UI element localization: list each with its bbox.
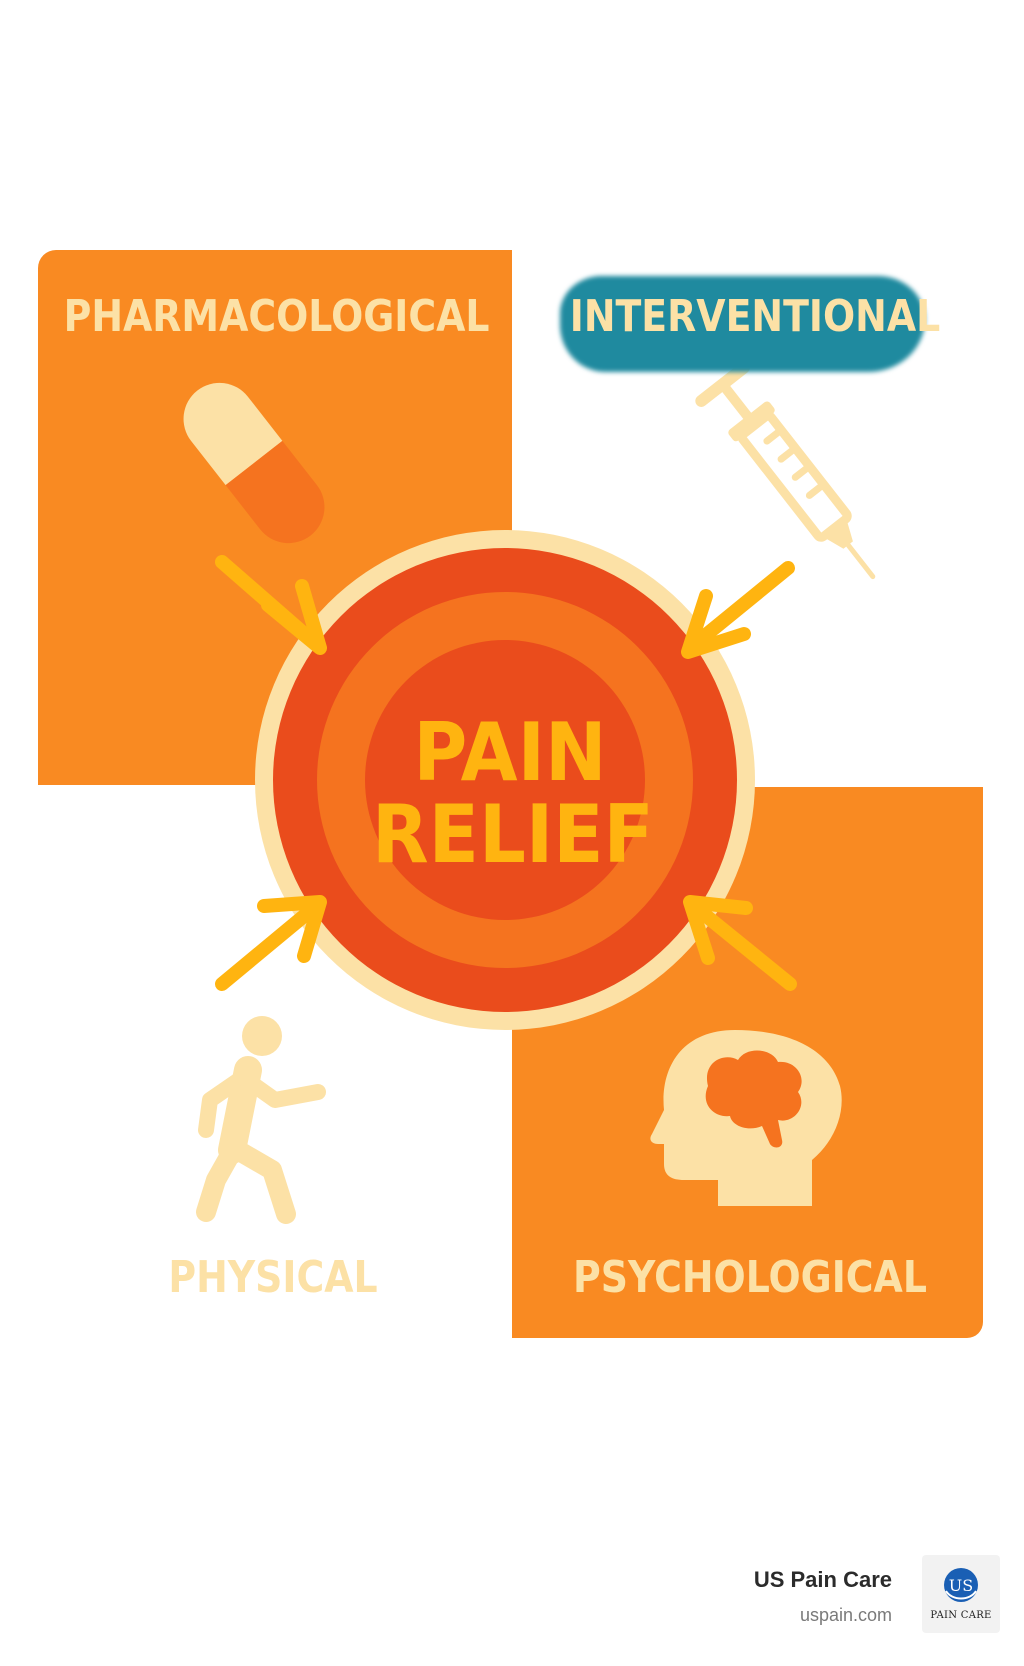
pharmacological-label: PHARMACOLOGICAL [63, 291, 490, 342]
pain-relief-title-line2: RELIEF [372, 788, 654, 881]
logo-monogram: US [949, 1576, 973, 1595]
interventional-label-highlight [560, 276, 925, 372]
psychological-label: PSYCHOLOGICAL [573, 1252, 927, 1303]
arrow-from-psychological [683, 895, 797, 991]
head-brain-icon [650, 1030, 842, 1206]
arrow-from-physical [215, 895, 327, 991]
brand-url[interactable]: uspain.com [799, 1605, 892, 1625]
walking-person-icon [196, 1016, 326, 1224]
logo-text: PAIN CARE [930, 1610, 992, 1621]
pill-icon [183, 382, 325, 544]
syringe-icon [695, 361, 876, 580]
logo-emblem-icon: US [944, 1568, 978, 1602]
brand-logo: US PAIN CARE [922, 1555, 1000, 1633]
arrow-from-interventional [681, 561, 795, 659]
physical-label: PHYSICAL [168, 1252, 378, 1303]
arrow-from-pharmacological [215, 555, 327, 655]
interventional-label: INTERVENTIONAL [569, 291, 941, 342]
pain-relief-title-line1: PAIN [413, 706, 607, 799]
pain-relief-target [255, 530, 755, 1030]
brand-name: US Pain Care [753, 1567, 892, 1592]
